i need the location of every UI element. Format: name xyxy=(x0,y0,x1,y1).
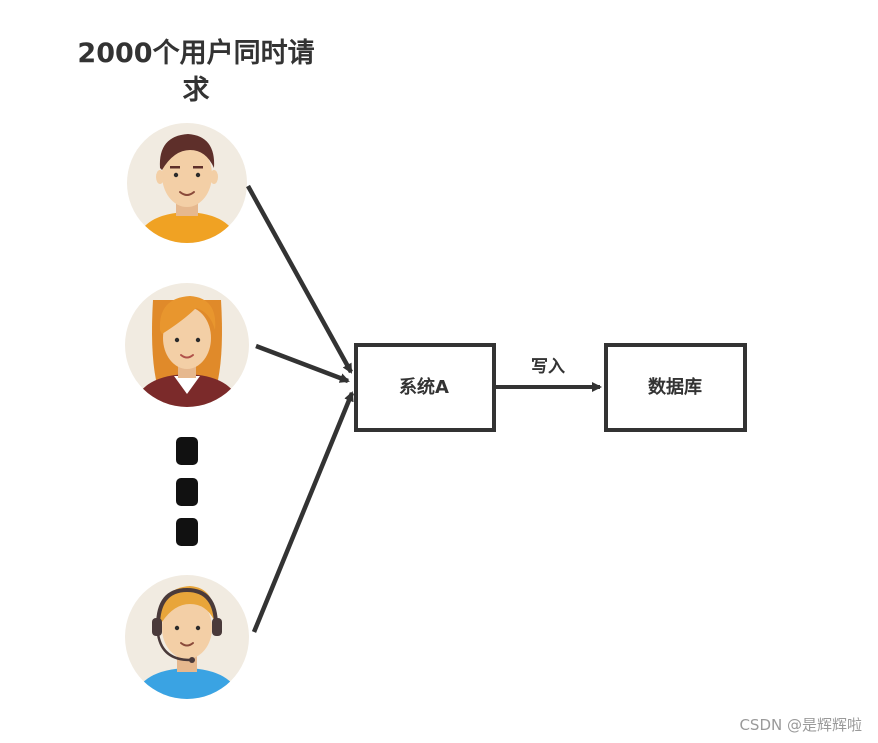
arrow-user1-to-system-a xyxy=(246,184,353,374)
write-edge-label: 写入 xyxy=(531,357,565,377)
watermark-text: CSDN @是辉辉啦 xyxy=(739,716,862,734)
diagram-title-line-2: 求 xyxy=(183,75,210,106)
more-users-ellipsis xyxy=(176,437,198,546)
user-support-agent-avatar xyxy=(125,575,249,699)
database-label: 数据库 xyxy=(648,376,702,398)
user-woman-avatar xyxy=(125,283,249,407)
user-man-avatar xyxy=(127,123,247,243)
database-node: 数据库 xyxy=(604,343,747,432)
system-a-node: 系统A xyxy=(354,343,496,432)
arrow-user3-to-system-a xyxy=(251,391,355,633)
arrow-user2-to-system-a xyxy=(255,343,350,384)
system-a-label: 系统A xyxy=(399,376,449,398)
diagram-title-line-1: 2000个用户同时请 xyxy=(77,37,314,69)
